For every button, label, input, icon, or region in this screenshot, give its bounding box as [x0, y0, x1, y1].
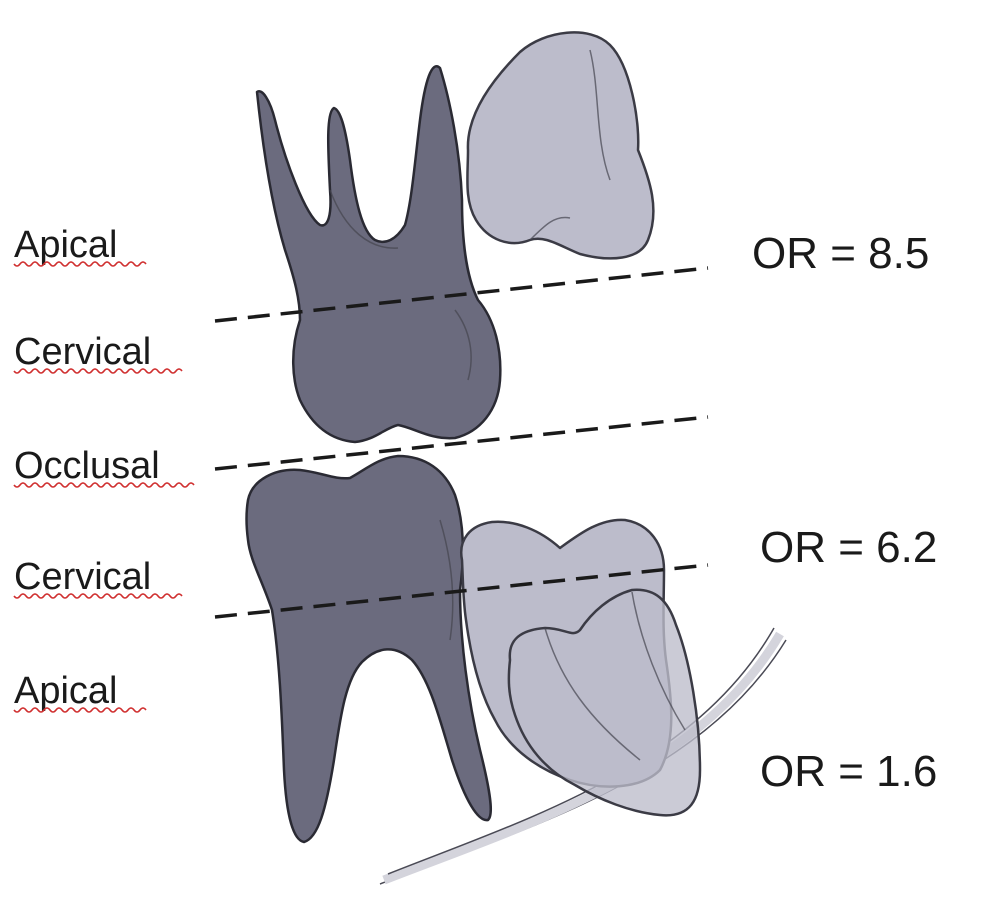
odds-ratio-bottom: OR = 1.6: [760, 747, 937, 796]
label-upper-cervical: Cervical: [14, 331, 151, 373]
upper-third-molar: [467, 32, 653, 258]
odds-ratio-labels: OR = 8.5 OR = 6.2 OR = 1.6: [752, 229, 937, 796]
lower-second-molar: [247, 456, 491, 842]
label-occlusal: Occlusal: [14, 445, 160, 487]
upper-second-molar: [257, 66, 500, 442]
odds-ratio-middle: OR = 6.2: [760, 523, 937, 572]
label-lower-cervical: Cervical: [14, 556, 151, 598]
region-labels: Apical Cervical Occlusal Cervical Apical: [14, 224, 194, 712]
lower-third-molar: [461, 520, 700, 815]
label-upper-apical: Apical: [14, 224, 118, 266]
odds-ratio-top: OR = 8.5: [752, 229, 929, 278]
label-lower-apical: Apical: [14, 670, 118, 712]
